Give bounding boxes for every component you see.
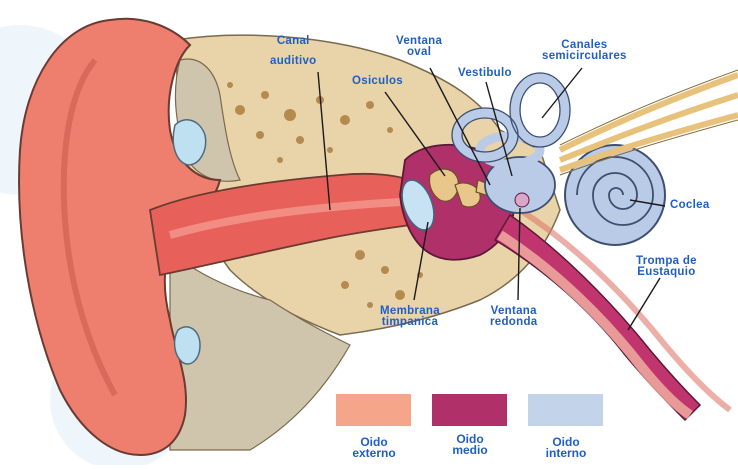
legend-label-externo: Oido externo	[334, 437, 414, 459]
trompa-line2: Eustaquio	[636, 267, 697, 278]
legend-externo-line2: externo	[334, 448, 414, 459]
osiculos-text: Osiculos	[352, 76, 403, 87]
coclea-text: Coclea	[670, 200, 710, 211]
canales-semicirculares-label: Canales semicirculares	[542, 40, 627, 62]
cartilage-lower	[175, 327, 200, 364]
legend-medio-line2: medio	[430, 445, 510, 456]
canal-auditivo-label: Canal auditivo	[270, 36, 317, 67]
legend-swatch-externo	[336, 394, 411, 426]
canal-auditivo-line1: Canal	[270, 36, 317, 47]
canales-line2: semicirculares	[542, 51, 627, 62]
legend-label-medio: Oido medio	[430, 434, 510, 456]
vestibulo-text: Vestibulo	[458, 68, 512, 79]
membrana-timpanica-label: Membrana timpanica	[380, 306, 440, 328]
ventana-redonda-label: Ventana redonda	[490, 306, 537, 328]
osiculos-label: Osiculos	[352, 76, 403, 87]
cartilage-upper	[173, 120, 205, 165]
ventana-redonda-line2: redonda	[490, 317, 537, 328]
legend-swatch-interno	[528, 394, 603, 426]
ventana-oval-line2: oval	[396, 47, 442, 58]
canal-auditivo-line2: auditivo	[270, 56, 317, 67]
legend-swatch-medio	[432, 394, 507, 426]
legend-interno-line2: interno	[526, 448, 606, 459]
ventana-oval-label: Ventana oval	[396, 36, 442, 58]
membrana-line2: timpanica	[380, 317, 440, 328]
round-window-shape	[515, 193, 529, 207]
legend-label-interno: Oido interno	[526, 437, 606, 459]
vestibulo-label: Vestibulo	[458, 68, 512, 79]
trompa-eustaquio-label: Trompa de Eustaquio	[636, 256, 697, 278]
coclea-label: Coclea	[670, 200, 710, 211]
